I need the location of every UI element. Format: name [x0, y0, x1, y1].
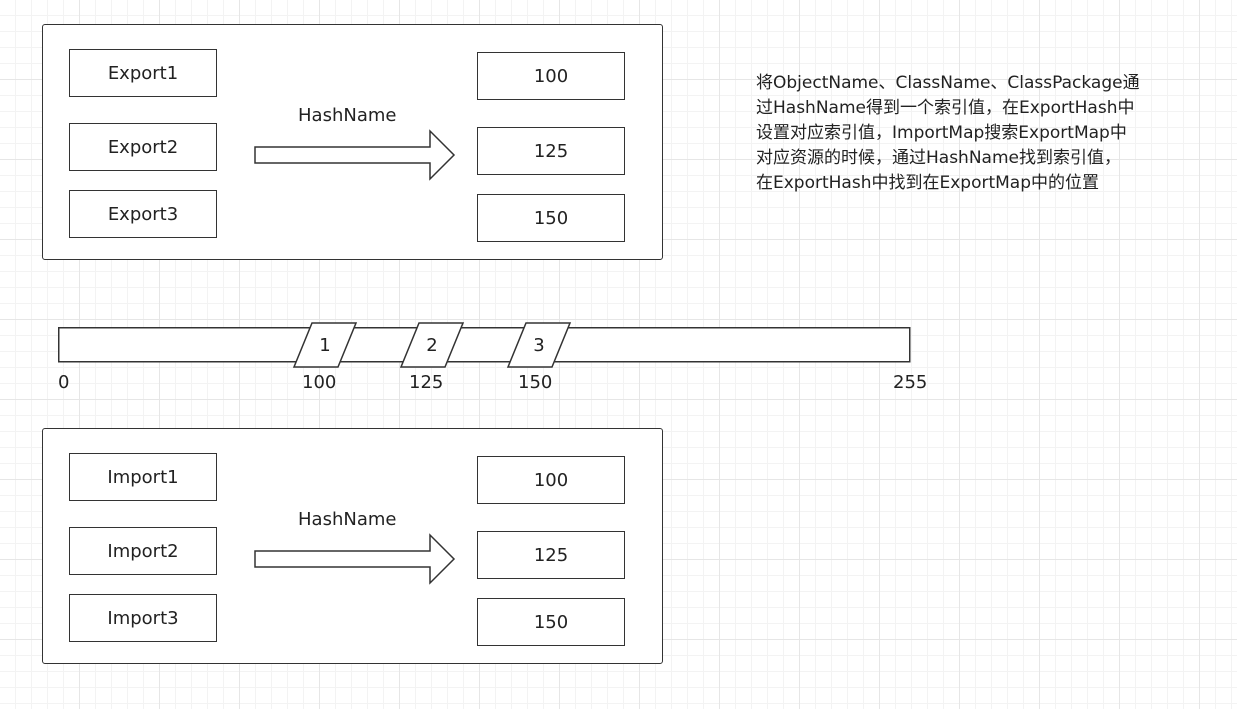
- tick-label-100: 100: [302, 372, 337, 393]
- hash-slot-label: 3: [533, 335, 544, 356]
- import-value-1: 100: [477, 456, 625, 504]
- import-item-3: Import3: [69, 594, 217, 642]
- tick-label-150: 150: [518, 372, 553, 393]
- tick-label-255: 255: [893, 372, 928, 393]
- hash-bar-track: [58, 327, 911, 363]
- export-value-3: 150: [477, 194, 625, 242]
- export-item-1: Export1: [69, 49, 217, 97]
- description-note: 将ObjectName、ClassName、ClassPackage通 过Has…: [756, 71, 1196, 196]
- hash-range-bar: 1 2 3: [58, 322, 911, 368]
- tick-label-0: 0: [58, 372, 70, 393]
- hash-slot-label: 1: [319, 335, 330, 356]
- import-value-3: 150: [477, 598, 625, 646]
- import-item-1: Import1: [69, 453, 217, 501]
- import-hash-label: HashName: [298, 509, 397, 530]
- import-value-2: 125: [477, 531, 625, 579]
- note-line-5: 在ExportHash中找到在ExportMap中的位置: [756, 173, 1100, 193]
- export-item-2: Export2: [69, 123, 217, 171]
- note-line-4: 对应资源的时候，通过HashName找到索引值，: [756, 148, 1121, 168]
- tick-label-125: 125: [409, 372, 444, 393]
- hash-slot-shape: [506, 322, 572, 368]
- export-panel: Export1 Export2 Export3 HashName 100 125…: [42, 24, 663, 260]
- note-line-1: 将ObjectName、ClassName、ClassPackage通: [756, 73, 1140, 93]
- hash-slot-shape: [399, 322, 465, 368]
- hash-slot-3: 3: [506, 322, 572, 368]
- note-line-2: 过HashName得到一个索引值，在ExportHash中: [756, 98, 1135, 118]
- import-panel: Import1 Import2 Import3 HashName 100 125…: [42, 428, 663, 664]
- hash-slot-label: 2: [426, 335, 437, 356]
- export-item-3: Export3: [69, 190, 217, 238]
- import-item-2: Import2: [69, 527, 217, 575]
- hash-slot-shape: [292, 322, 358, 368]
- import-hash-arrow-icon: [254, 533, 456, 585]
- export-value-1: 100: [477, 52, 625, 100]
- export-hash-label: HashName: [298, 105, 397, 126]
- hash-slot-1: 1: [292, 322, 358, 368]
- export-hash-arrow-icon: [254, 129, 456, 181]
- export-value-2: 125: [477, 127, 625, 175]
- note-line-3: 设置对应索引值，ImportMap搜索ExportMap中: [756, 123, 1127, 143]
- hash-slot-2: 2: [399, 322, 465, 368]
